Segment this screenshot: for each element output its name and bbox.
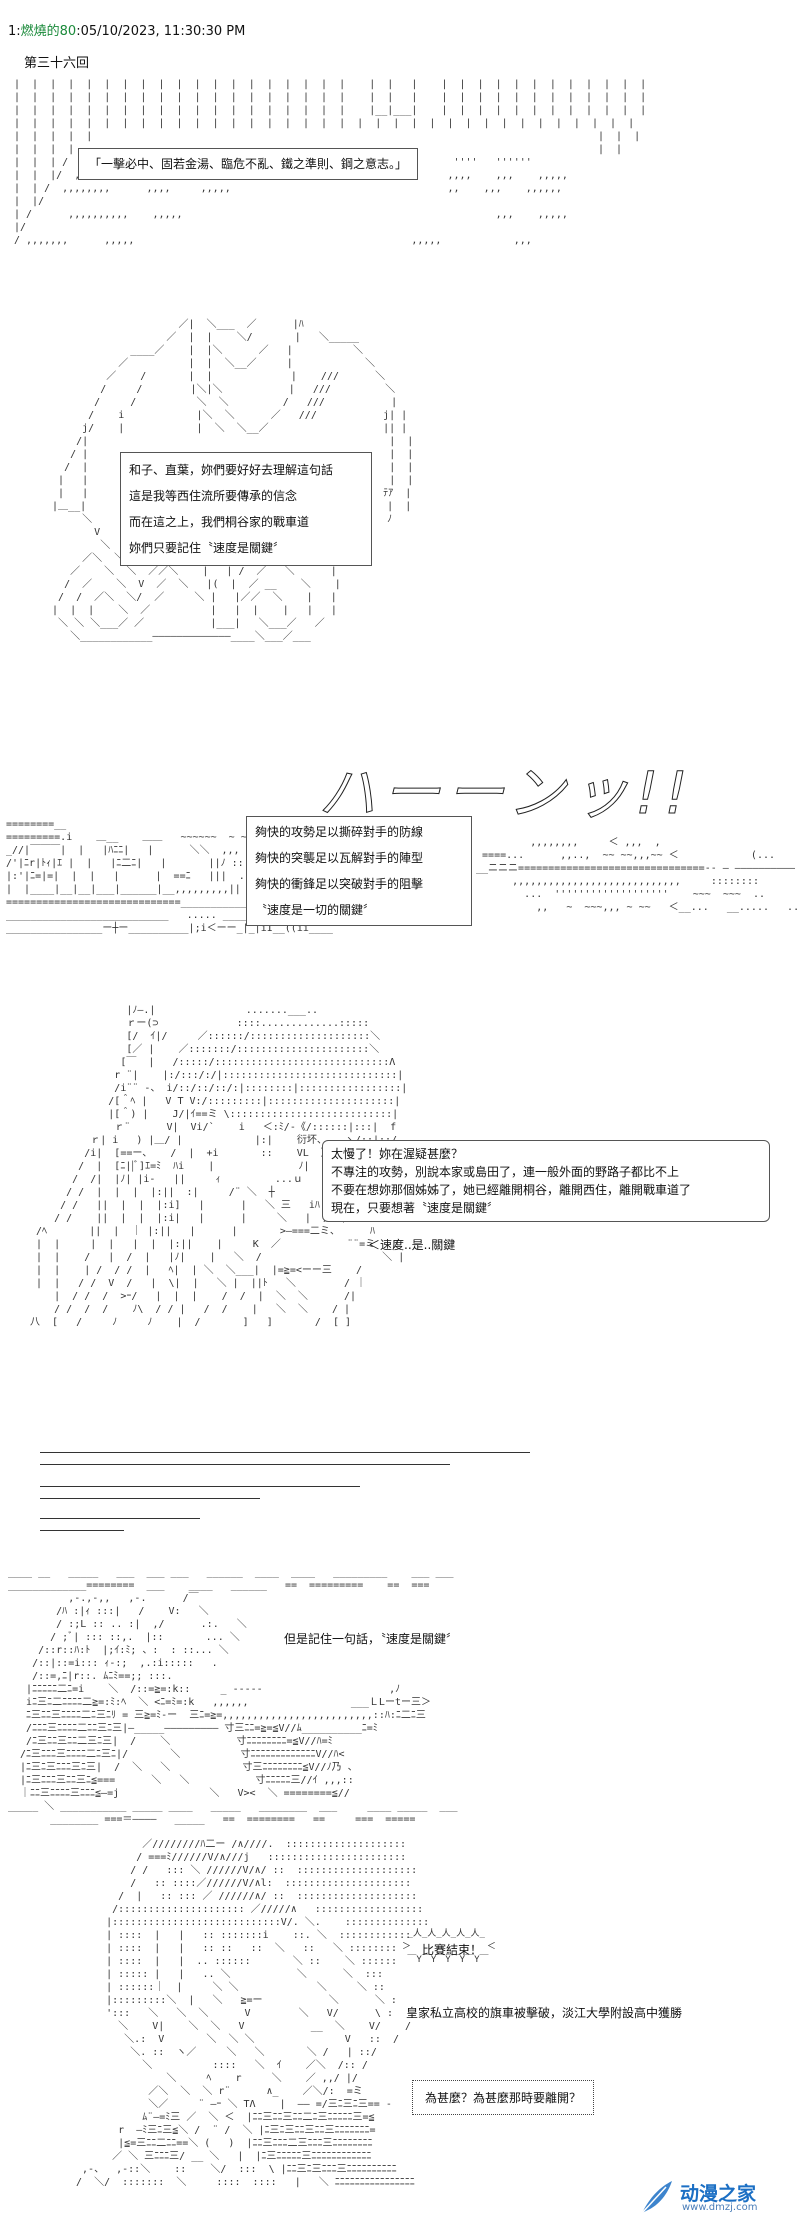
panel3-dialogue: 夠快的攻勢足以撕碎對手的防線 夠快的突襲足以瓦解對手的陣型 夠快的衝鋒足以突破對… xyxy=(246,816,472,926)
panel2-line-4: 妳們只要記住〝速度是關鍵〞 xyxy=(129,541,286,555)
separator-line xyxy=(40,1452,530,1453)
post-header: 1:燃燒的80:05/10/2023, 11:30:30 PM xyxy=(8,20,245,39)
separator-line xyxy=(40,1498,260,1499)
panel3-line-4: 〝速度是一切的關鍵〞 xyxy=(255,903,376,917)
watermark-url: www.dmzj.com xyxy=(682,2202,758,2213)
watermark-feather-icon xyxy=(641,2181,672,2214)
panel4-whisper: ＜速度..是..關鍵 xyxy=(368,1238,456,1252)
post-timestamp: :05/10/2023, 11:30:30 PM xyxy=(76,24,246,39)
panel4-line-1: 太慢了！妳在渥疑甚麼？ xyxy=(331,1147,464,1161)
panel2-line-3: 而在這之上，我們桐谷家的戰車道 xyxy=(129,515,310,529)
post-index: 1: xyxy=(8,24,21,39)
panel6-shout: 比賽結束！ xyxy=(422,1943,483,1957)
panel5-art: ____ __ _____ ___ ___ ___ ______ ____ __… xyxy=(8,1567,458,1825)
panel6-art: ／////////ﾊ二ー /∧////. :::::::::::::::::::… xyxy=(76,1839,430,2188)
panel3-art-right: ,,,,,,,, ＜ ,,, , ====... ,,.., ~~ ~~,,,~… xyxy=(476,837,800,913)
watermark-name: 动漫之家 xyxy=(680,2183,757,2205)
panel3-line-2: 夠快的突襲足以瓦解對手的陣型 xyxy=(255,851,424,865)
separator-line xyxy=(40,1486,360,1487)
panel6-shout-frame: _人_人_人_人_人_ ＞ ＜ ￣Y￣Y￣Y￣Y￣Y￣ xyxy=(402,1929,496,1965)
panel1-caption: 「一擊必中、固若金湯、臨危不亂、鐵之準則、鋼之意志。」 xyxy=(78,148,419,180)
panel6-result: 皇家私立高校的旗車被擊破，淡江大學附設高中獲勝 xyxy=(406,2006,683,2020)
panel2-line-2: 這是我等西住流所要傳承的信念 xyxy=(129,489,298,503)
panel4-line-4: 現在，只要想著〝速度是關鍵〞 xyxy=(331,1201,500,1215)
panel5-text: 但是記住一句話，〝速度是關鍵〞 xyxy=(284,1632,459,1646)
post-user-link[interactable]: 燃燒的80 xyxy=(20,24,77,39)
separator-line xyxy=(40,1530,124,1531)
watermark-logo: 动漫之家 www.dmzj.com xyxy=(636,2177,786,2217)
separator-line xyxy=(40,1464,450,1465)
panel3-line-1: 夠快的攻勢足以撕碎對手的防線 xyxy=(255,825,424,839)
panel1-art: | | | | | | | | | | | | | | | | | | | | … xyxy=(14,79,647,246)
panel3-line-3: 夠快的衝鋒足以突破對手的阻擊 xyxy=(255,877,424,891)
panel2-line-1: 和子、直葉，妳們要好好去理解這句話 xyxy=(129,463,334,477)
panel4-dialogue: 太慢了！妳在渥疑甚麼？ 不專注的攻勢，別說本家或島田了，連一般外面的野路子都比不… xyxy=(322,1140,770,1222)
separator-line xyxy=(40,1518,200,1519)
panel2-art: ／| ＼___ ／ |ﾊ ／ | | ＼/ | ＼_____ ____／ | |… xyxy=(52,319,414,642)
panel2-dialogue: 和子、直葉，妳們要好好去理解這句話 這是我等西住流所要傳承的信念 而在這之上，我… xyxy=(120,452,372,566)
panel3-art-left: ========__ =========.i ＿__ ＿＿ ~~~~~~ ~ ~… xyxy=(6,819,333,934)
panel4-line-3: 不要在想妳那個姊姊了，她已經離開桐谷，離開西住，離開戰車道了 xyxy=(331,1183,692,1197)
panel6-question: 為甚麼？為甚麼那時要離開？ xyxy=(412,2080,595,2115)
chapter-title: 第三十六回 xyxy=(24,56,90,71)
panel4-line-2: 不專注的攻勢，別說本家或島田了，連一般外面的野路子都比不上 xyxy=(331,1165,680,1179)
